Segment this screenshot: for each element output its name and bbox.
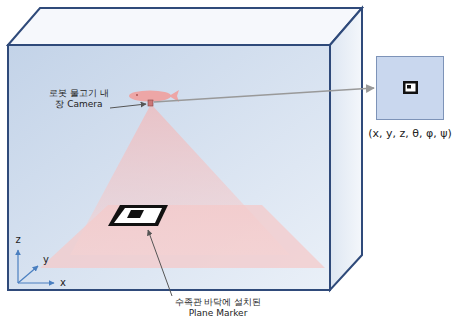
leader-line [148,230,172,296]
pose-label: (x, y, z, θ, φ, ψ) [368,127,452,140]
callout-label: 로봇 물고기 내장 Camera [48,88,110,110]
robot-fish [129,90,179,106]
plane-marker [108,205,168,226]
pose-output-box: (x, y, z, θ, φ, ψ) [376,56,444,120]
tank-top [8,8,362,45]
tank-side [330,8,362,290]
tank-front [8,45,330,290]
axis-label: x [57,277,69,289]
output-arrow [154,88,374,102]
camera-view-cone [70,104,290,255]
axes [18,250,54,283]
callout-label: 수족관 바닥에 설치된 Plane Marker [168,297,268,319]
axis-label: y [40,254,52,266]
axis-label: z [12,234,24,246]
marker-icon [377,57,443,119]
leader-line [110,104,146,108]
